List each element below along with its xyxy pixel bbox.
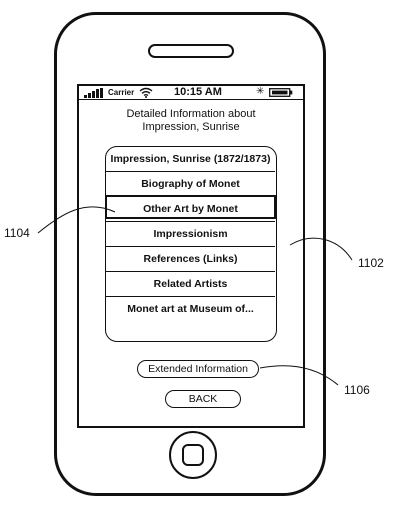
heading-line-2: Impression, Sunrise <box>142 121 240 133</box>
menu-item-other-art[interactable]: Other Art by Monet <box>106 195 276 219</box>
extended-information-button[interactable]: Extended Information <box>137 360 259 378</box>
speaker-slot <box>148 44 234 58</box>
menu-item-related-artists[interactable]: Related Artists <box>106 271 275 295</box>
signal-bars-icon <box>84 88 104 98</box>
wifi-icon <box>139 87 153 98</box>
leader-line-1104 <box>37 206 116 234</box>
leader-line-1102 <box>289 237 353 261</box>
battery-icon <box>269 88 293 97</box>
phone-screen: Carrier 10:15 AM ✳ Detailed Information … <box>77 84 305 428</box>
back-button[interactable]: BACK <box>165 390 241 408</box>
leader-line-1106 <box>259 365 339 386</box>
reference-numeral-1102: 1102 <box>358 256 384 270</box>
menu-item-impression-sunrise[interactable]: Impression, Sunrise (1872/1873) <box>110 153 271 165</box>
heading-line-1: Detailed Information about <box>126 108 256 120</box>
menu-item-museum[interactable]: Monet art at Museum of... <box>106 296 275 320</box>
home-button[interactable] <box>169 431 217 479</box>
home-button-square-icon <box>182 444 204 466</box>
reference-numeral-1104: 1104 <box>4 226 30 240</box>
menu-item-biography[interactable]: Biography of Monet <box>106 171 275 195</box>
menu-item-references[interactable]: References (Links) <box>106 246 275 270</box>
reference-numeral-1106: 1106 <box>344 383 370 397</box>
status-bar: Carrier 10:15 AM ✳ <box>79 86 303 100</box>
bluetooth-icon: ✳ <box>256 86 265 97</box>
page-heading: Detailed Information about Impression, S… <box>79 108 303 134</box>
status-time: 10:15 AM <box>174 86 222 98</box>
carrier-label: Carrier <box>108 88 135 97</box>
menu-item-impressionism[interactable]: Impressionism <box>106 221 275 245</box>
info-menu-list: Impression, Sunrise (1872/1873) Biograph… <box>105 146 277 342</box>
